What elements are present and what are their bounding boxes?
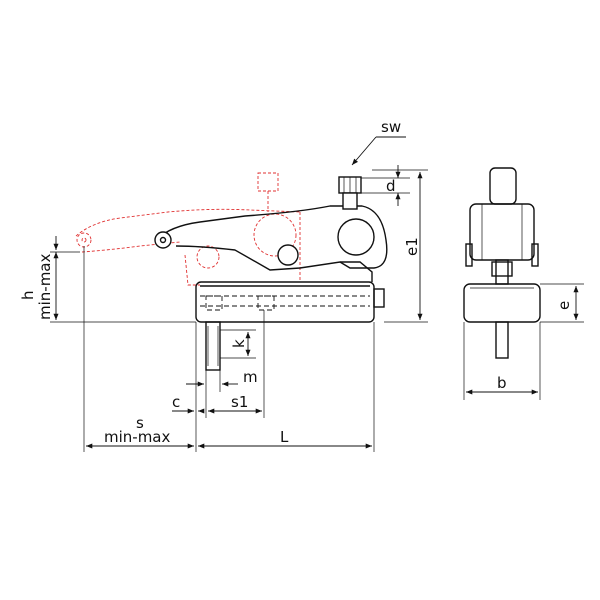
open-position-outline: [75, 172, 301, 286]
dimension-labels: sw d e1 h min-max k m c s1 s min-max L e…: [19, 118, 573, 446]
label-c: c: [172, 393, 180, 411]
open-pivot-circle-icon: [253, 213, 297, 257]
label-d: d: [386, 177, 396, 195]
dimension-lines: [50, 136, 584, 452]
link-pin-icon: [277, 244, 299, 266]
stud-pin: [205, 321, 221, 371]
base-plate: [195, 281, 385, 323]
label-h-range: min-max: [36, 253, 54, 320]
label-sw: sw: [381, 118, 401, 136]
label-h: h: [19, 290, 37, 300]
label-m: m: [243, 368, 258, 386]
pivot-circle-icon: [337, 218, 375, 256]
side-view: [463, 167, 541, 359]
label-s1: s1: [231, 393, 248, 411]
label-e1: e1: [403, 237, 421, 256]
label-b: b: [497, 374, 507, 392]
label-e: e: [555, 301, 573, 310]
label-s-range: min-max: [104, 428, 171, 446]
label-k: k: [230, 339, 248, 348]
open-lever-pivot-icon: [76, 232, 92, 248]
side-spindle-icon: [489, 167, 517, 205]
label-s: s: [136, 414, 144, 432]
spindle: [338, 176, 362, 210]
clamp-lever: [154, 205, 388, 282]
lever-tip-icon: [154, 231, 172, 249]
label-L: L: [280, 428, 289, 446]
open-spindle-icon: [257, 172, 279, 192]
